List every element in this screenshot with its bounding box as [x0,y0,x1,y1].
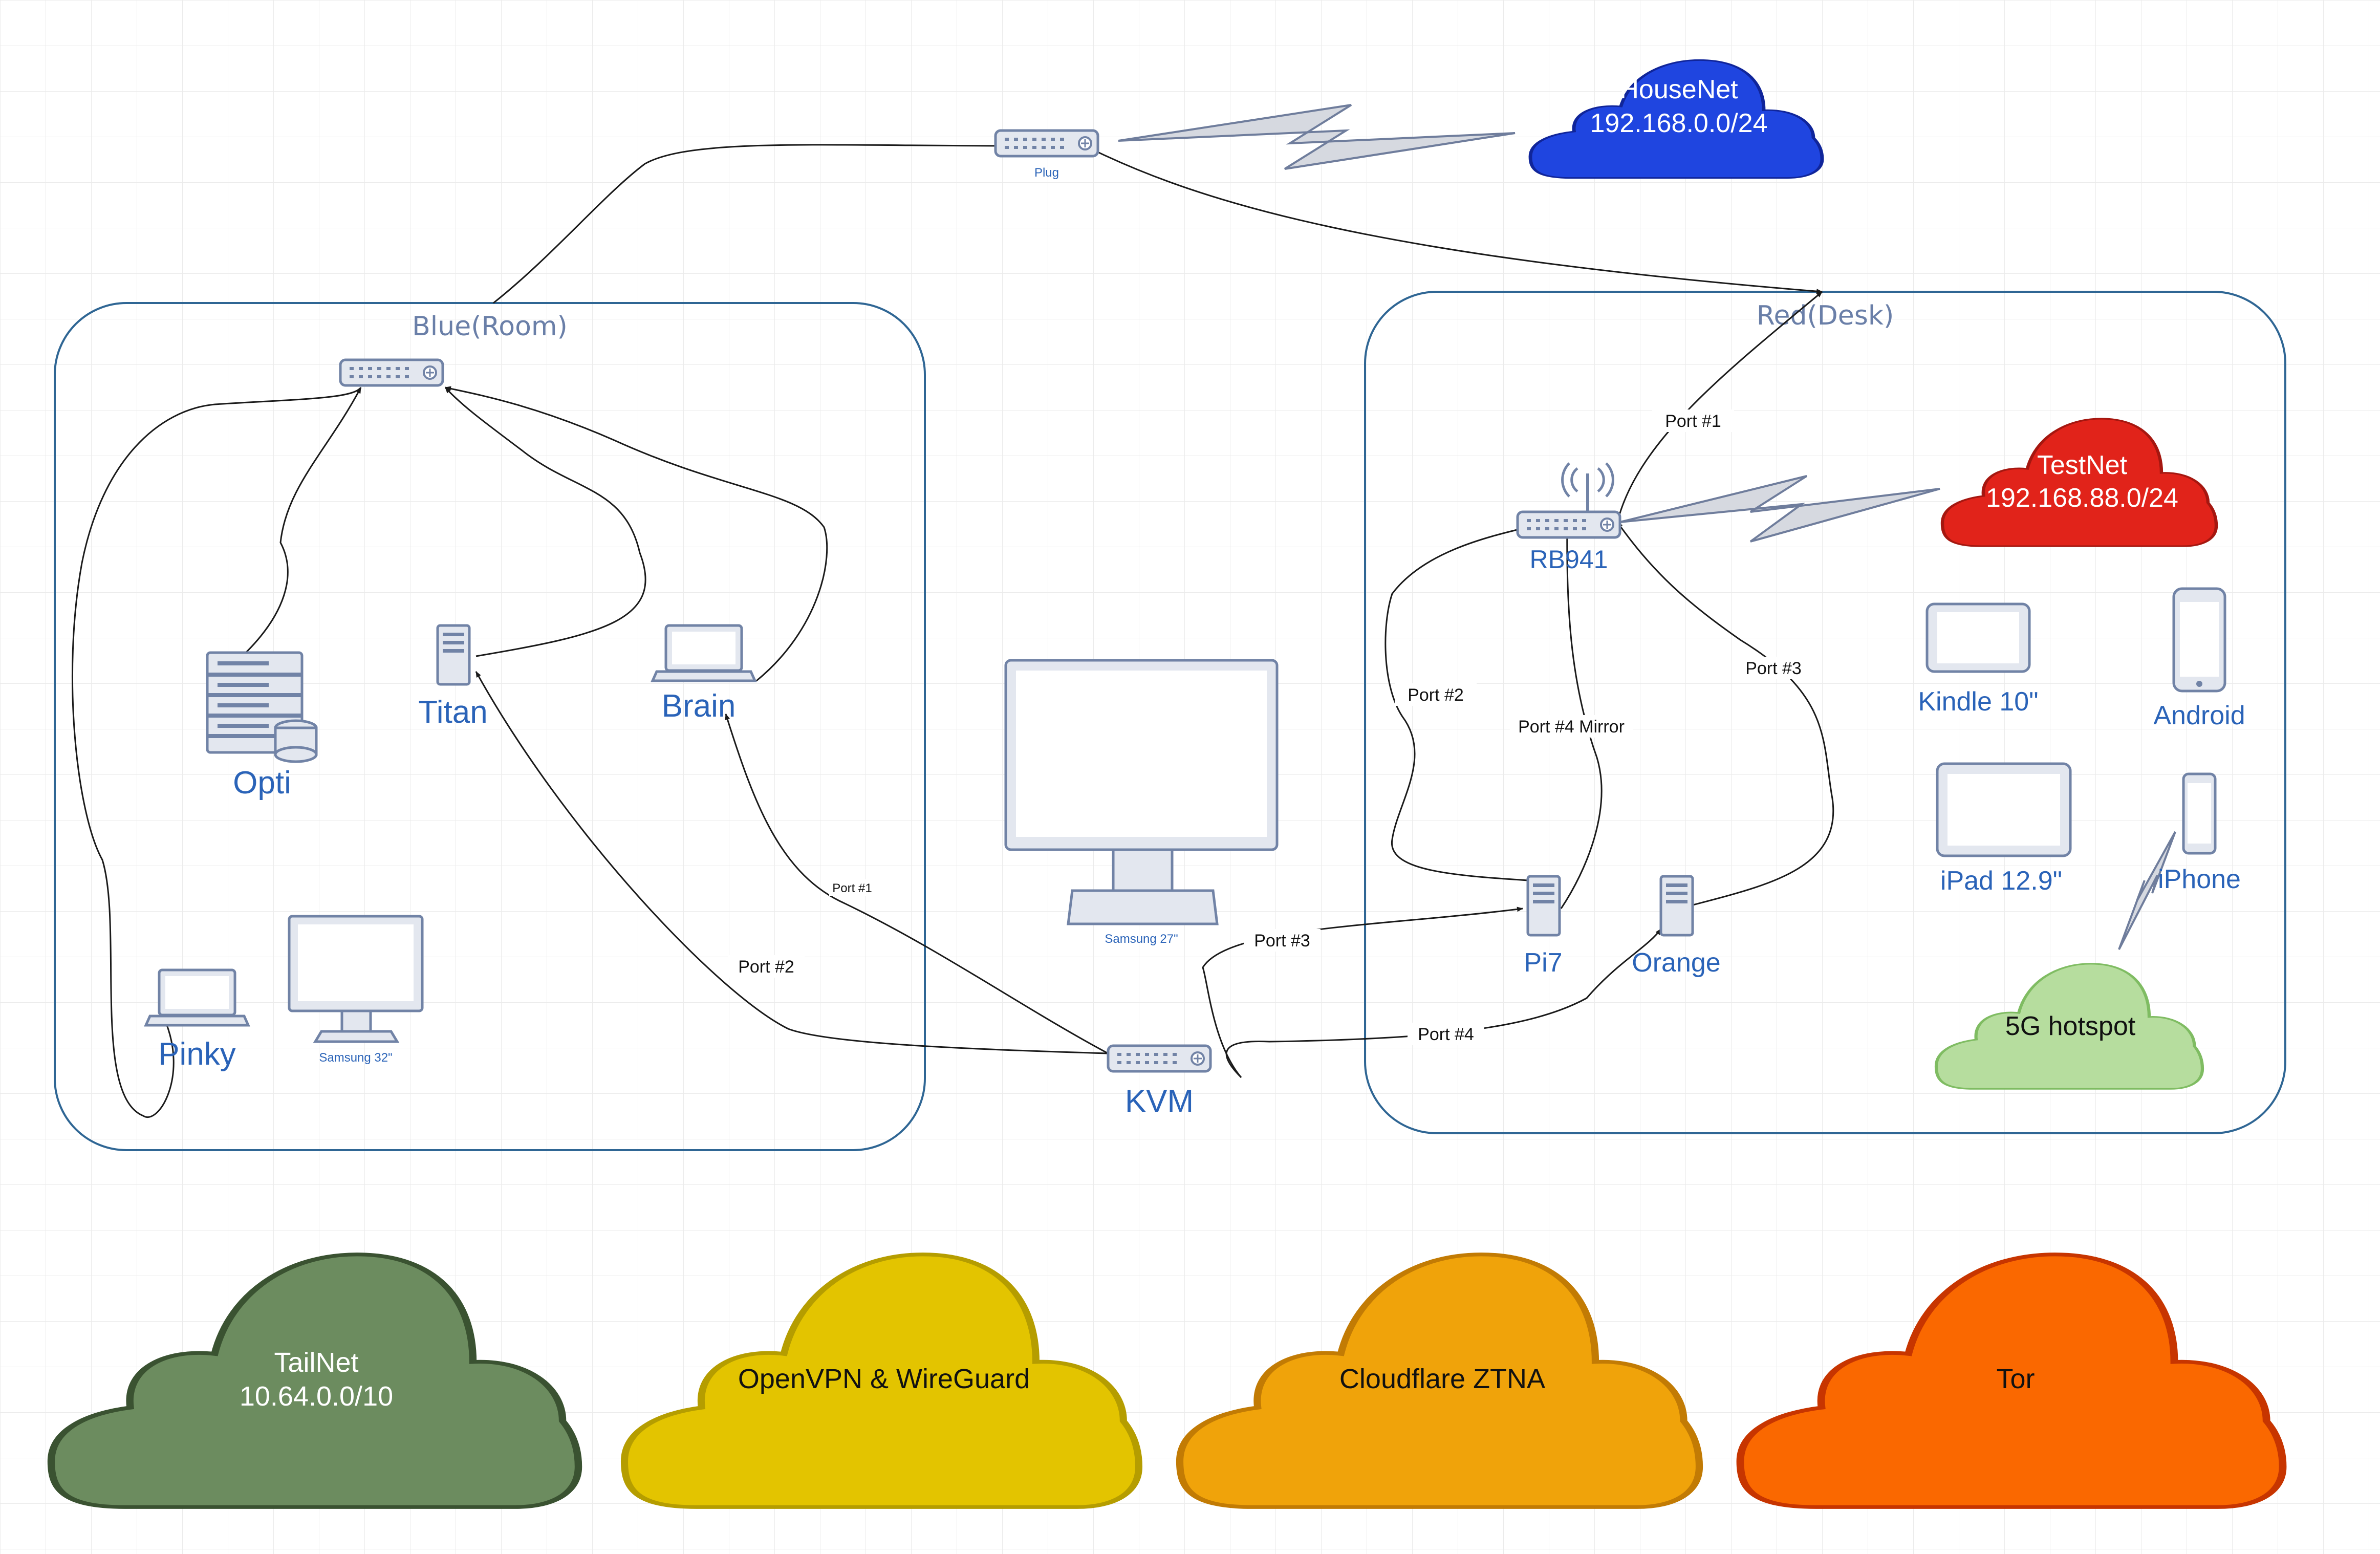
edge-label-rb-port3: Port #3 [1745,659,1802,678]
monitor-icon[interactable] [288,915,424,1043]
device-label-samsung27: Samsung 27" [1105,932,1178,946]
cloud-title-tailnet: TailNet [274,1347,358,1378]
tower-pc-icon[interactable] [438,625,469,684]
edge-pinky-blueswitch [71,387,362,1118]
group-blue-room [54,302,926,1151]
cloud-subnet-testnet: 192.168.88.0/24 [1986,483,2178,513]
switch-icon[interactable] [1108,1046,1210,1071]
edge-label-kvm-port2: Port #2 [738,957,794,977]
cloud-icon [1942,419,2216,546]
router-icon[interactable] [1518,462,1620,537]
cloud-cloudflare: Cloudflare ZTNA [1180,1255,1699,1507]
server-rack-icon[interactable] [206,651,318,763]
cloud-tailnet: TailNet 10.64.0.0/10 [51,1255,578,1507]
laptop-icon[interactable] [653,625,755,681]
edge-opti-blueswitch [240,387,362,659]
cloud-title-housenet: HouseNet [1619,75,1738,104]
edge-label-rb-port4: Port #4 Mirror [1518,717,1625,737]
group-label-red: Red(Desk) [1757,300,1894,331]
device-label-brain: Brain [662,688,736,724]
group-label-blue: Blue(Room) [412,311,568,342]
device-label-pinky: Pinky [158,1037,236,1072]
device-label-pi7: Pi7 [1524,948,1562,978]
edge-pi7-rb941-port4 [1560,522,1603,909]
cloud-title-testnet: TestNet [2037,450,2128,480]
edge-label-rb-port2: Port #2 [1408,685,1464,705]
device-label-orange: Orange [1632,948,1720,978]
edge-plug-red [1085,145,1823,294]
device-label-android: Android [2153,701,2245,730]
device-label-samsung32: Samsung 32" [319,1051,392,1065]
cloud-openvpn: OpenVPN & WireGuard [624,1255,1139,1507]
edge-kvm-brain [725,714,1109,1054]
device-label-kindle: Kindle 10" [1918,687,2038,717]
group-red-desk [1364,291,2286,1134]
tower-pc-icon[interactable] [1528,876,1560,935]
switch-icon[interactable] [996,131,1098,156]
edge-orange-rb941-port3 [1616,522,1834,907]
cloud-title-hotspot: 5G hotspot [2005,1011,2136,1041]
tablet-icon[interactable] [1936,762,2072,857]
lightning-link-icon [1118,104,1516,170]
edge-pi7-rb941-port2 [1384,526,1528,881]
edge-titan-blueswitch [444,386,646,657]
edge-label-kvm-port1: Port #1 [832,881,872,895]
cloud-tor: Tor [1740,1255,2283,1507]
switch-icon[interactable] [340,360,443,385]
cloud-subnet-tailnet: 10.64.0.0/10 [240,1381,393,1412]
connectors [71,143,1834,1118]
phone-icon[interactable] [2174,589,2225,691]
device-label-iphone: iPhone [2158,865,2241,894]
device-label-ipad: iPad 12.9" [1940,866,2062,896]
edge-kvm-titan [475,671,1109,1054]
edge-label-rb-port1: Port #1 [1665,412,1721,431]
laptop-icon[interactable] [146,970,248,1025]
device-label-plug: Plug [1034,166,1059,180]
lightning-link-icon [1619,475,1940,543]
cloud-title-tor: Tor [1996,1364,2035,1394]
cloud-title-cloudflare: Cloudflare ZTNA [1339,1364,1545,1394]
cloud-housenet: HouseNet 192.168.0.0/24 [1530,60,1822,178]
edge-labels: Port #1 Port #2 Port #3 Port #4 Mirror P… [728,409,1814,1045]
edge-label-kvm-port3: Port #3 [1254,931,1310,951]
device-label-kvm: KVM [1125,1084,1194,1119]
monitor-icon[interactable] [1004,659,1279,925]
cloud-hotspot: 5G hotspot [1936,964,2202,1089]
cloud-subnet-housenet: 192.168.0.0/24 [1590,109,1768,138]
edge-kvm-pi7 [1202,907,1523,1078]
phone-icon[interactable] [2182,772,2217,855]
edge-rb941-red [1616,291,1823,523]
edge-blue-plug [493,143,1016,304]
edge-label-kvm-port4: Port #4 [1418,1025,1474,1044]
lightning-link-icon [2118,831,2176,950]
device-label-opti: Opti [233,765,291,801]
cloud-testnet: TestNet 192.168.88.0/24 [1942,419,2216,546]
tablet-icon[interactable] [1927,604,2029,672]
tower-pc-icon[interactable] [1661,876,1693,935]
device-label-rb941: RB941 [1530,545,1608,574]
cloud-title-openvpn: OpenVPN & WireGuard [738,1364,1030,1394]
edge-brain-blueswitch [445,386,828,682]
device-label-titan: Titan [418,695,488,730]
